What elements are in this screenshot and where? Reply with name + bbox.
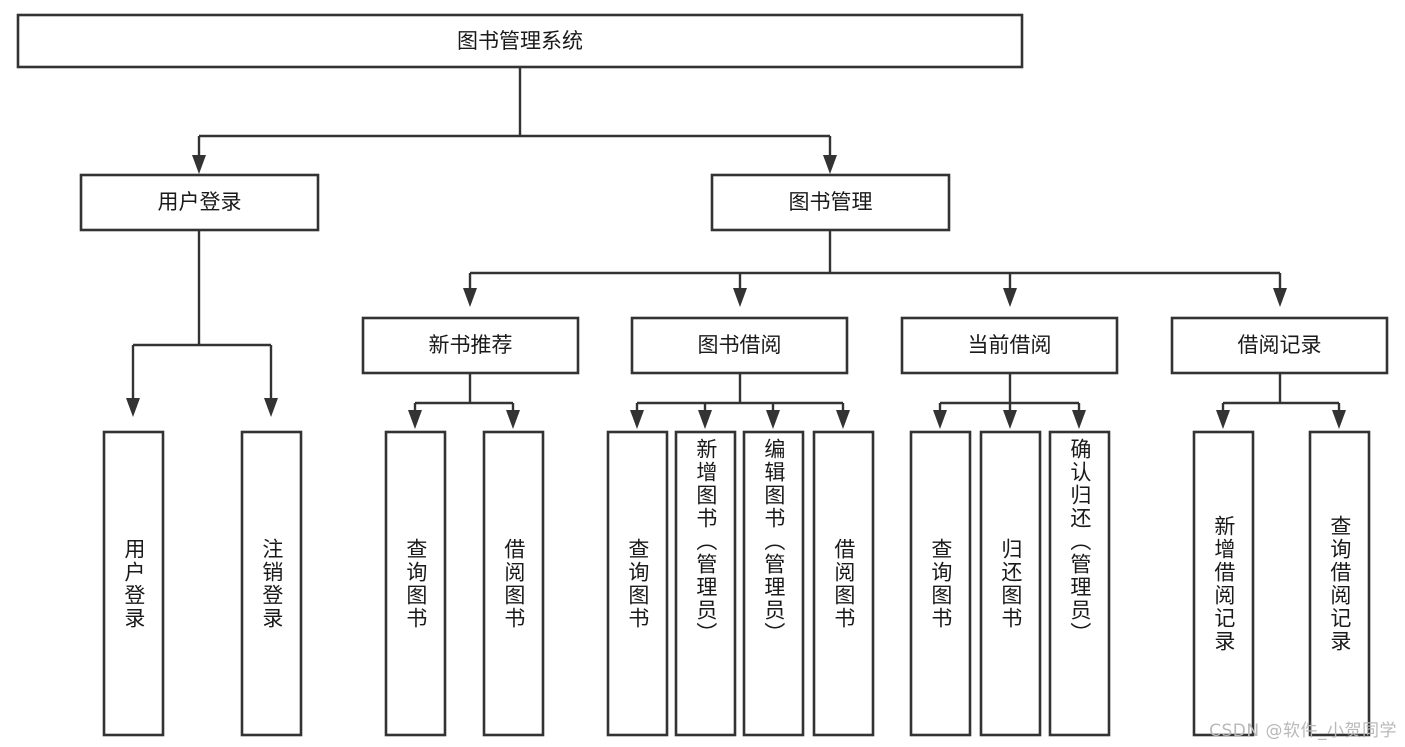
arrowhead-nbr-leaf-2 (506, 410, 520, 429)
node-new-book-rec-box[interactable] (361, 316, 580, 375)
arrowhead-cb-leaf-3 (1072, 410, 1086, 429)
arrowhead-cb-leaf-1 (933, 410, 947, 429)
leaf-box-return-book[interactable] (979, 430, 1042, 737)
arrowhead-bm-borrow-record (1273, 288, 1287, 307)
arrowhead-bb-leaf-1 (630, 410, 644, 429)
node-book-borrow-label: 图书借阅 (698, 333, 782, 357)
node-book-borrow-box[interactable] (630, 316, 849, 375)
leaf-box-add-book[interactable] (674, 430, 737, 737)
arrowhead-root-to-user-login (192, 155, 206, 174)
leaf-box-edit-book[interactable] (742, 430, 805, 737)
arrowhead-br-leaf-1 (1216, 410, 1230, 429)
node-root-label: 图书管理系统 (457, 29, 583, 53)
leaf-box-query-record[interactable] (1308, 430, 1371, 737)
arrowhead-bb-leaf-3 (766, 410, 780, 429)
node-new-book-rec-label: 新书推荐 (429, 333, 513, 357)
arrowhead-br-leaf-2 (1332, 410, 1346, 429)
arrowhead-user-login-leaf-1 (126, 398, 140, 417)
watermark-text: CSDN @软件_小贺同学 (1209, 721, 1397, 741)
arrowhead-bb-leaf-4 (836, 410, 850, 429)
node-user-login-label: 用户登录 (158, 190, 242, 214)
arrowhead-user-login-leaf-2 (264, 398, 278, 417)
leaf-box-borrow-book-2[interactable] (812, 430, 875, 737)
leaf-box-user-login[interactable] (102, 430, 165, 737)
leaf-box-borrow-book-1[interactable] (482, 430, 545, 737)
node-current-borrow-label: 当前借阅 (968, 333, 1052, 357)
node-borrow-record-label: 借阅记录 (1238, 333, 1322, 357)
arrowhead-nbr-leaf-1 (408, 410, 422, 429)
node-current-borrow-box[interactable] (900, 316, 1119, 375)
leaf-box-query-book-1[interactable] (384, 430, 447, 737)
arrowhead-bm-book-borrow (733, 288, 747, 307)
arrowhead-bm-new-book-rec (463, 288, 477, 307)
node-book-manage-label: 图书管理 (789, 190, 873, 214)
node-book-manage-box[interactable] (710, 173, 951, 232)
leaf-box-add-record[interactable] (1192, 430, 1255, 737)
arrowhead-bm-current-borrow (1003, 288, 1017, 307)
node-root-box[interactable] (16, 13, 1024, 69)
arrowhead-cb-leaf-2 (1003, 410, 1017, 429)
arrowhead-bb-leaf-2 (698, 410, 712, 429)
leaf-box-confirm-return[interactable] (1048, 430, 1111, 737)
leaf-box-logout[interactable] (240, 430, 303, 737)
leaf-box-query-book-2[interactable] (606, 430, 669, 737)
node-borrow-record-box[interactable] (1170, 316, 1389, 375)
leaf-box-query-book-3[interactable] (909, 430, 972, 737)
arrowhead-root-to-book-manage (823, 155, 837, 174)
